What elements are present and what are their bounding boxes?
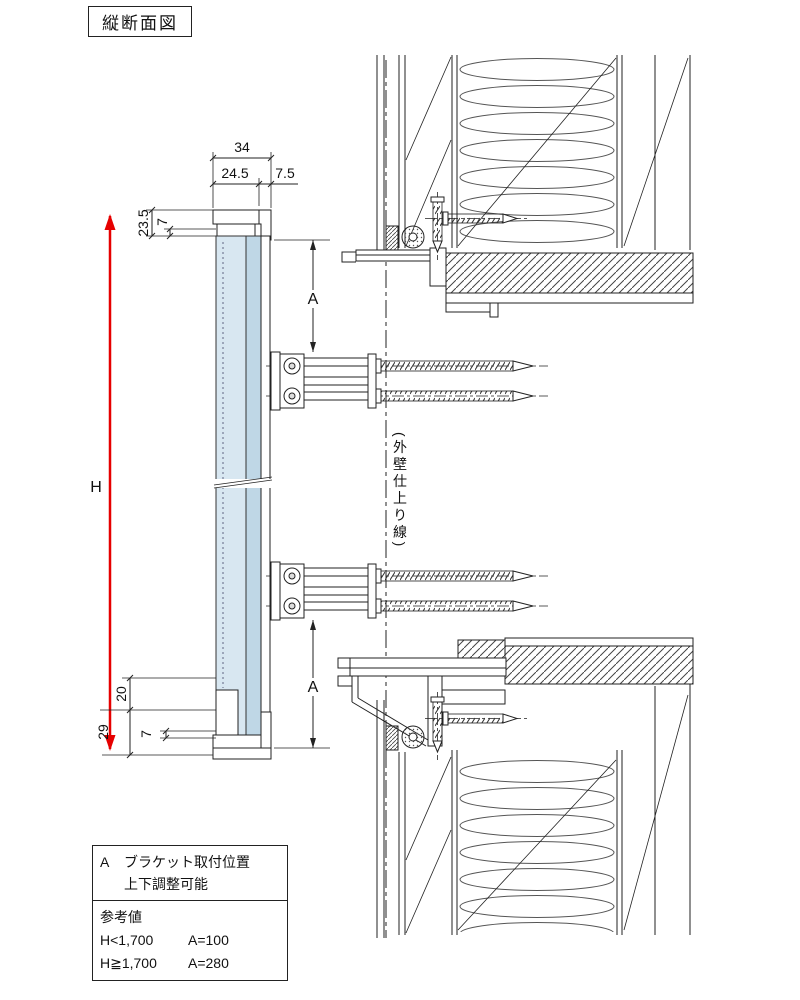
bracket-assembly-lower [265,561,549,621]
top-dimensions: 34 24.5 7.5 [209,139,298,208]
dim-23-5-label: 23.5 [135,209,151,236]
reference-value-2: A=280 [188,955,229,971]
upper-flashing-profile [341,247,447,287]
h-label: H [90,479,102,496]
dim-24-5-label: 24.5 [221,165,248,181]
reference-value-1: A=100 [188,932,229,948]
note-bracket-position: A ブラケット取付位置 上下調整可能 [93,846,287,901]
wall-fastener-detail [385,192,527,260]
lower-wall-construction [337,637,694,938]
dim-7-bottom-label: 7 [138,730,154,738]
dim-7-5-label: 7.5 [275,165,295,181]
dim-29-label: 29 [95,724,111,740]
bracket-assembly [266,351,548,411]
reference-row-1: H<1,700 A=100 [100,929,280,952]
note-a-desc-line1: ブラケット取付位置 [124,854,250,870]
a-top-label: A [308,291,319,308]
reference-values-title: 参考値 [100,909,142,925]
h-arrow-top [104,214,116,230]
reference-row-2: H≧1,700 A=280 [100,952,280,975]
wall-finish-line-label: (外壁仕上り線) [389,430,411,552]
a-bottom-label: A [308,679,319,696]
a-dimension-top: A [274,239,330,352]
dim-34-label: 34 [234,139,250,155]
drawing-title: 縦断面図 [88,6,192,37]
upper-wall-construction [341,55,694,318]
h-dimension: H [90,214,213,756]
note-table: A ブラケット取付位置 上下調整可能 参考値 H<1,700 A=100 H≧1… [92,845,288,981]
bottom-left-dimensions: 20 29 7 [95,674,216,759]
shutter-panel [212,209,273,760]
upper-blocking-hatch [445,252,694,294]
reference-condition-2: H≧1,700 [100,955,157,971]
note-reference-values: 参考値 H<1,700 A=100 H≧1,700 A=280 [93,901,287,980]
h-arrow-bottom [104,735,116,751]
dim-7-top-label: 7 [154,218,170,226]
lower-blocking-hatch [504,645,694,685]
note-a-desc-line2: 上下調整可能 [124,876,208,892]
note-a-key: A [100,854,110,870]
top-left-dimensions: 23.5 7 [135,206,216,240]
reference-condition-1: H<1,700 [100,932,154,948]
dim-20-label: 20 [113,686,129,702]
a-dimension-bottom: A [274,620,330,749]
